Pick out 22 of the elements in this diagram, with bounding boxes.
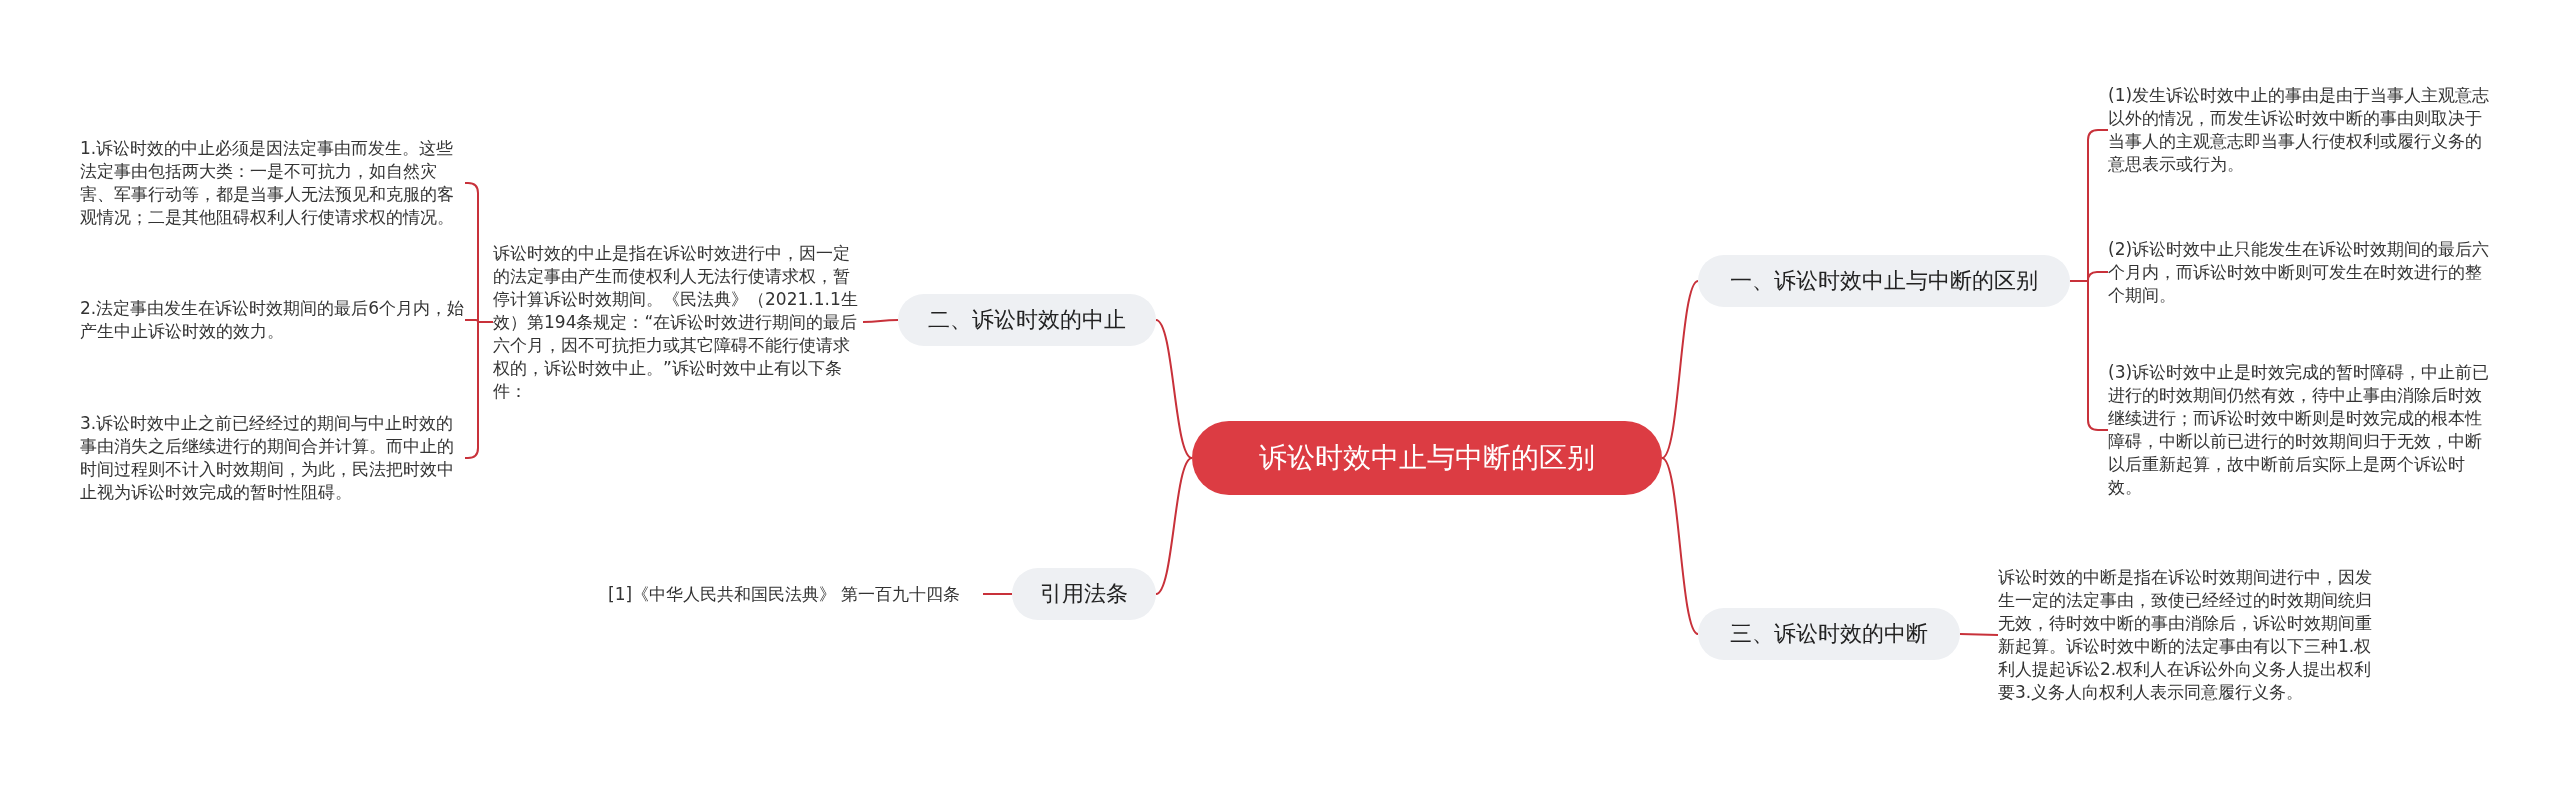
branch-topic: 二、诉讼时效的中止 [898, 294, 1156, 346]
connector-line [862, 319, 899, 323]
note-text: 1.诉讼时效的中止必须是因法定事由而发生。这些法定事由包括两大类：一是不可抗力，如自然灾害、军事行动等，都是当事人无法预见和克服的客观情况；二是其他阻碍权利人行使请求权的情况。 [80, 137, 465, 229]
connector-line [464, 321, 494, 459]
connector-line [1661, 457, 1699, 635]
connector-line [1155, 319, 1193, 459]
branch-topic: 引用法条 [1012, 568, 1156, 620]
note-text: [1]《中华人民共和国民法典》 第一百九十四条 [608, 582, 983, 606]
connector-line [1959, 633, 1999, 636]
branch-topic: 三、诉讼时效的中断 [1698, 608, 1960, 660]
note-text: (3)诉讼时效中止是时效完成的暂时障碍，中止前已进行的时效期间仍然有效，待中止事由消除后时效继续进行；而诉讼时效中断则是时效完成的根本性障碍，中断以前已进行的时效期间归于无效，中断以后重新起算，故中断前后实际上是两个诉讼时效。 [2108, 361, 2493, 499]
connector-line [982, 593, 1013, 595]
note-text: 诉讼时效的中断是指在诉讼时效期间进行中，因发生一定的法定事由，致使已经经过的时效期间统归无效，待时效中断的事由消除后，诉讼时效期间重新起算。诉讼时效中断的法定事由有以下三种1.权利人提起诉讼2.权利人在诉讼外向义务人提出权利要3.义务人向权利人表示同意履行义务。 [1998, 566, 2373, 704]
note-text: 诉讼时效的中止是指在诉讼时效进行中，因一定的法定事由产生而使权利人无法行使请求权，暂停计算诉讼时效期间。《民法典》（2021.1.1生效）第194条规定：“在诉讼时效进行期间的最后六个月，因不可抗拒力或其它障碍不能行使请求权的，诉讼时效中止。”诉讼时效中止有以下条件： [493, 241, 863, 403]
central-topic: 诉讼时效中止与中断的区别 [1192, 421, 1662, 495]
connector-line [1661, 280, 1699, 459]
note-text: (2)诉讼时效中止只能发生在诉讼时效期间的最后六个月内，而诉讼时效中断则可发生在时效进行的整个期间。 [2108, 237, 2493, 307]
note-text: (1)发生诉讼时效中止的事由是由于当事人主观意志以外的情况，而发生诉讼时效中断的事由则取决于当事人的主观意志即当事人行使权利或履行义务的意思表示或行为。 [2108, 84, 2493, 176]
branch-topic: 一、诉讼时效中止与中断的区别 [1698, 255, 2070, 307]
note-text: 3.诉讼时效中止之前已经经过的期间与中止时效的事由消失之后继续进行的期间合并计算。而中止的时间过程则不计入时效期间，为此，民法把时效中止视为诉讼时效完成的暂时性阻碍。 [80, 412, 465, 504]
connector-line [1155, 457, 1193, 595]
note-text: 2.法定事由发生在诉讼时效期间的最后6个月内，始产生中止诉讼时效的效力。 [80, 297, 465, 343]
